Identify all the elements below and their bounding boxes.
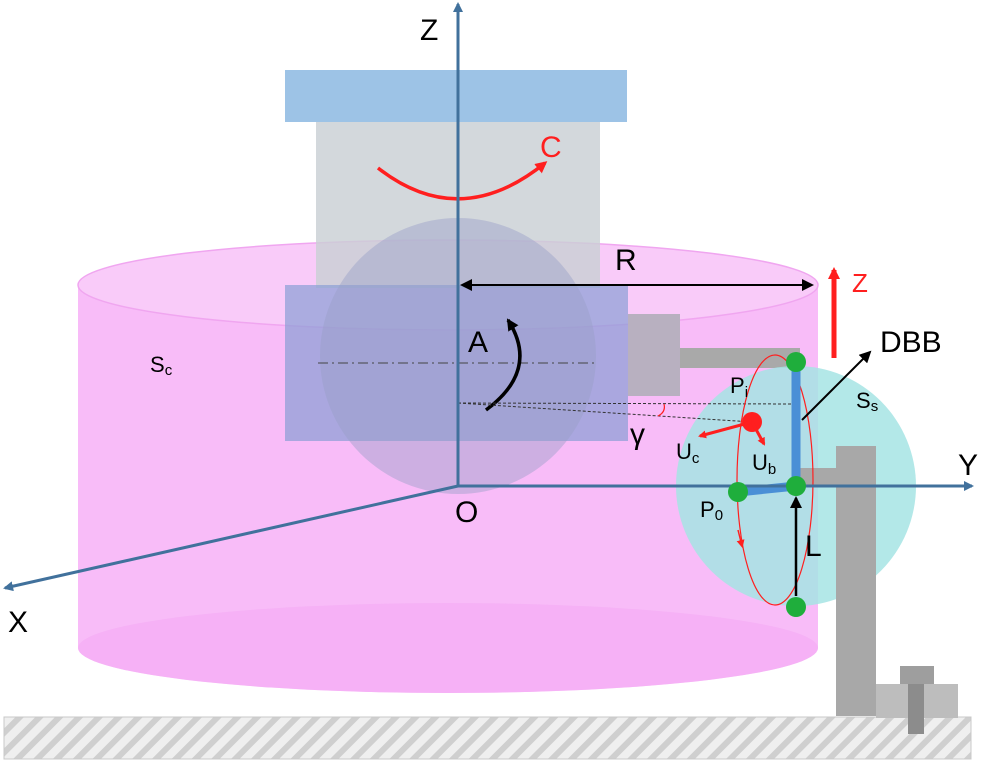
dbb-trajectory [736,354,814,606]
machine-base [3,716,972,760]
dbb-pivot-bottom [786,597,806,617]
angle-label: γ [630,418,645,451]
tool-arm [680,348,800,368]
trajectory-direction-arrow [736,529,745,548]
a-rotation-arrow [484,318,522,412]
radius-label: R [615,244,637,277]
x-axis-label: X [8,606,28,639]
tool-holder [628,314,680,396]
dbb-label: DBB [880,326,942,359]
sphere-surface-label: Ss [856,388,878,415]
uc-label: Uc [676,439,700,467]
y-axis-label: Y [958,449,978,482]
a-axis-label: A [468,326,488,359]
cylinder-surface-label: Sc [150,352,173,379]
p0-label: P0 [700,497,723,524]
uc-vector [698,420,753,439]
c-rotation-arrow [376,161,548,201]
z-axis-label: Z [420,14,438,47]
dbb-z-label: Z [852,268,868,298]
dbb-point-p0 [728,482,748,502]
ub-vector [750,421,766,446]
dbb-pivot-top [786,352,806,372]
workpiece-fixture [800,446,958,734]
angle-line-lower [457,402,753,423]
ub-label: Ub [752,450,776,478]
dbb-pivot-center [786,476,806,496]
angle-arc [657,403,665,417]
spindle-head [285,70,627,122]
x-axis [3,484,459,592]
angle-line-upper [457,402,795,405]
c-axis-label: C [540,131,562,164]
pi-label: Pi [730,373,748,401]
origin-label: O [455,496,478,529]
length-label: L [805,530,822,563]
dbb-pointer [801,350,872,421]
